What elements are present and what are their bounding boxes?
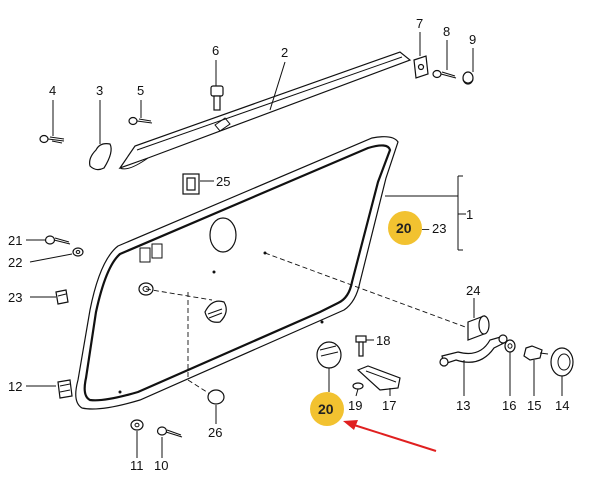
- label-range-23: 23: [432, 221, 446, 236]
- callout-bottom: 20: [310, 392, 344, 426]
- red-arrow: [343, 420, 437, 452]
- cap-26: [207, 389, 225, 405]
- pull-handle-13: [439, 334, 508, 367]
- pin-18: [355, 335, 367, 357]
- label-4: 4: [49, 83, 56, 98]
- grip-piece: [89, 143, 112, 171]
- label-16: 16: [502, 398, 516, 413]
- part-labels: 1 2 3 4 5 6 7 8 9 10 11 12 13 14 15 16 1…: [8, 16, 569, 473]
- cap-9: [462, 71, 474, 85]
- screw-10: [156, 426, 183, 438]
- callout-bottom-text: 20: [318, 401, 334, 417]
- label-9: 9: [469, 32, 476, 47]
- label-11: 11: [130, 458, 144, 473]
- label-12: 12: [8, 379, 22, 394]
- spacer-24: [467, 315, 490, 341]
- label-3: 3: [96, 83, 103, 98]
- clip-25: [182, 173, 200, 195]
- label-25: 25: [216, 174, 230, 189]
- clip-23: [55, 289, 69, 305]
- locking-knob: [316, 341, 342, 369]
- label-17: 17: [382, 398, 396, 413]
- bracket-7: [413, 55, 429, 79]
- label-leaders: [26, 32, 563, 458]
- highlight-circle-bottom: [310, 392, 344, 426]
- screw-8: [432, 69, 457, 79]
- label-7: 7: [416, 16, 423, 31]
- lever-17: [356, 365, 401, 391]
- cap-14: [550, 347, 574, 377]
- label-24: 24: [466, 283, 480, 298]
- trim-clip: [210, 85, 224, 111]
- range-dash: –: [422, 221, 430, 236]
- label-19: 19: [348, 398, 362, 413]
- callout-top-text: 20: [396, 220, 412, 236]
- label-22: 22: [8, 255, 22, 270]
- label-26: 26: [208, 425, 222, 440]
- callout-top: 20 – 23: [388, 211, 446, 245]
- label-1: 1: [466, 207, 473, 222]
- screw-21: [44, 235, 71, 245]
- washer-11: [130, 419, 144, 431]
- label-14: 14: [555, 398, 569, 413]
- label-5: 5: [137, 83, 144, 98]
- washer-16: [504, 339, 516, 353]
- label-13: 13: [456, 398, 470, 413]
- dashed-leaders: [145, 252, 469, 395]
- label-21: 21: [8, 233, 22, 248]
- door-trim-panel: [75, 136, 399, 410]
- clip-12: [57, 379, 73, 399]
- label-10: 10: [154, 458, 168, 473]
- label-8: 8: [443, 24, 450, 39]
- screw-4: [39, 134, 65, 144]
- screw-15: [523, 345, 549, 361]
- label-23: 23: [8, 290, 22, 305]
- label-2: 2: [281, 45, 288, 60]
- label-15: 15: [527, 398, 541, 413]
- screw-5: [128, 116, 153, 126]
- label-18: 18: [376, 333, 390, 348]
- spring-ring-19: [352, 382, 364, 390]
- window-trim-strip: [118, 51, 412, 170]
- label-6: 6: [212, 43, 219, 58]
- highlight-circle-top: [388, 211, 422, 245]
- washer-22: [72, 247, 84, 257]
